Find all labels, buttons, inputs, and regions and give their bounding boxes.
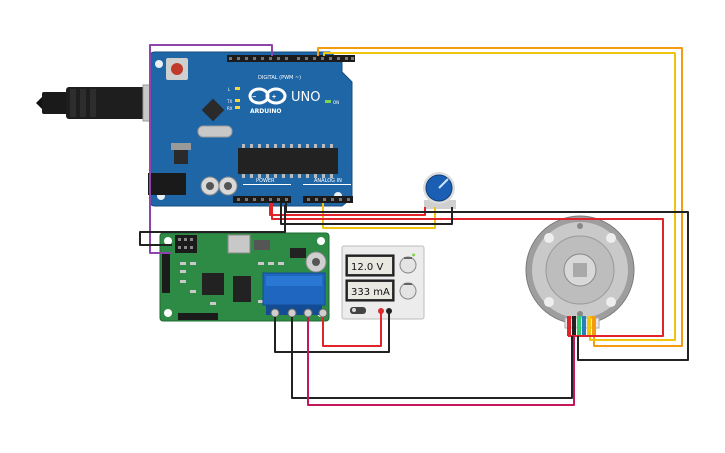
- wire-black-psu: [274, 311, 390, 353]
- analog-header-label: ANALOG IN: [314, 178, 342, 184]
- wire-magenta-motor-lead: [307, 317, 575, 406]
- wires: [139, 44, 689, 406]
- on-led: [325, 100, 331, 103]
- svg-text:−: −: [252, 94, 256, 101]
- motor-driver-board[interactable]: [159, 232, 330, 322]
- digital-header: [227, 55, 355, 62]
- power-header-label: POWER: [256, 178, 275, 184]
- wire-black-motor-lead: [291, 317, 573, 399]
- driver-header: [175, 235, 197, 253]
- wire-red-psu: [322, 311, 382, 347]
- arduino-logo: − +: [248, 87, 287, 105]
- wire-yellow-top: [323, 52, 676, 341]
- wire-red-motor: [271, 203, 664, 337]
- encoder-motor[interactable]: [525, 215, 635, 336]
- wire-purple: [149, 44, 273, 254]
- svg-text:+: +: [272, 94, 276, 101]
- rx-led-label: RX: [227, 106, 233, 111]
- voltage-display: 12.0 V: [351, 262, 383, 273]
- l-led-label: L: [228, 87, 231, 92]
- voltage-knob[interactable]: [399, 256, 417, 274]
- wire-orange-top: [317, 47, 683, 347]
- atmega-chip: [238, 148, 338, 174]
- digital-header-label: DIGITAL (PWM ~): [258, 75, 301, 81]
- wire-black-gnd-pot: [280, 203, 453, 225]
- power-supply[interactable]: 12.0 V 333 mA ●: [341, 245, 425, 320]
- analog-header: [303, 196, 353, 203]
- model-label: UNO: [291, 90, 320, 105]
- potentiometer[interactable]: [423, 172, 456, 209]
- current-knob[interactable]: [399, 282, 417, 300]
- wire-black-driver: [139, 205, 286, 246]
- tx-led-label: TX: [226, 99, 232, 104]
- power-jack: [148, 173, 186, 195]
- current-display: 333 mA: [351, 287, 390, 298]
- svg-text:●: ●: [412, 252, 416, 257]
- arduino-uno-board[interactable]: DIGITAL (PWM ~) − + ARDUINO UNO ON L TX …: [148, 51, 355, 207]
- arduino-logo-text: ARDUINO: [250, 108, 281, 115]
- driver-mcu-chip: [202, 273, 224, 295]
- on-led-label: ON: [333, 100, 339, 105]
